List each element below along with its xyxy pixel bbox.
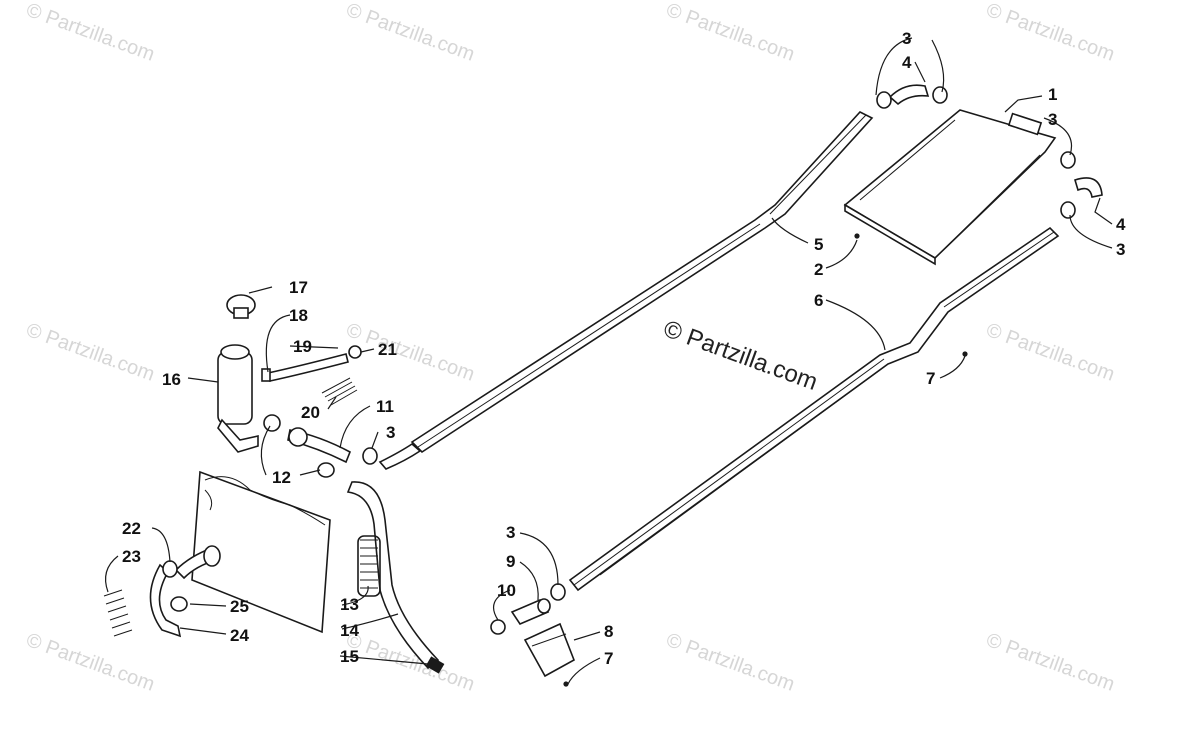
heat-exchanger-plate[interactable] — [843, 109, 1057, 266]
callout-label: 7 — [604, 649, 613, 668]
lower-rail-tube[interactable] — [568, 226, 1060, 592]
watermark: © Partzilla.com — [343, 319, 477, 386]
callout-label: 13 — [340, 595, 359, 614]
spring-guard-upper[interactable] — [321, 377, 358, 406]
clamp-bottom[interactable] — [490, 619, 506, 635]
callout-label: 8 — [604, 622, 613, 641]
callout-label: 10 — [497, 581, 516, 600]
watermark: © Partzilla.com — [23, 0, 157, 66]
hose-fitting[interactable] — [348, 345, 362, 359]
callout-label: 3 — [1116, 240, 1125, 259]
upper-rail-tube[interactable] — [378, 111, 874, 470]
rivet-upper[interactable] — [854, 233, 860, 239]
watermark: © Partzilla.com — [663, 0, 797, 66]
callout-labels: 3 4 1 3 4 3 5 2 6 7 17 18 19 21 16 20 11… — [122, 29, 1126, 668]
watermark: © Partzilla.com — [663, 629, 797, 696]
hose-elbow-right[interactable] — [1074, 177, 1103, 198]
connector-tube[interactable] — [510, 598, 551, 625]
callout-label: 23 — [122, 547, 141, 566]
callout-label: 15 — [340, 647, 359, 666]
spring-guard-lower[interactable] — [357, 535, 381, 597]
callout-label: 9 — [506, 552, 515, 571]
watermark: © Partzilla.com — [343, 0, 477, 66]
callout-label: 2 — [814, 260, 823, 279]
callout-label: 22 — [122, 519, 141, 538]
callout-label: 21 — [378, 340, 397, 359]
watermark: © Partzilla.com — [23, 629, 157, 696]
callout-label: 19 — [293, 337, 312, 356]
callout-label: 11 — [376, 397, 394, 416]
reservoir-cap[interactable] — [226, 294, 256, 319]
mount-bracket[interactable] — [523, 622, 575, 678]
callout-label: 24 — [230, 626, 249, 645]
drain-fitting[interactable] — [425, 656, 445, 674]
callout-label: 18 — [289, 306, 308, 325]
callout-label: 6 — [814, 291, 823, 310]
callout-label: 14 — [340, 621, 359, 640]
clamps-left[interactable] — [263, 414, 335, 478]
callout-label: 4 — [902, 53, 912, 72]
hose-upper-connector[interactable] — [287, 427, 352, 464]
callout-label: 17 — [289, 278, 308, 297]
watermark: © Partzilla.com — [983, 0, 1117, 66]
spring-guard-left[interactable] — [103, 589, 133, 637]
callout-label: 3 — [506, 523, 515, 542]
callout-label: 3 — [1048, 110, 1057, 129]
callout-label: 3 — [902, 29, 911, 48]
hose-clamps[interactable] — [362, 86, 1076, 601]
leader-lines — [105, 37, 1113, 685]
watermark-center: © Partzilla.com — [660, 315, 821, 396]
coolant-reservoir[interactable] — [217, 344, 259, 453]
hose-long-lower[interactable] — [346, 481, 440, 670]
rivet-right[interactable] — [962, 351, 968, 357]
front-heat-exchanger[interactable] — [191, 470, 331, 634]
callout-label: 16 — [162, 370, 181, 389]
overflow-hose[interactable] — [261, 353, 349, 382]
callout-label: 7 — [926, 369, 935, 388]
callout-label: 4 — [1116, 215, 1126, 234]
watermark: © Partzilla.com — [983, 319, 1117, 386]
clamps-lower-left[interactable] — [162, 560, 188, 612]
hose-elbow-upper[interactable] — [888, 84, 930, 106]
watermark: © Partzilla.com — [23, 319, 157, 386]
callout-label: 12 — [272, 468, 291, 487]
callout-label: 1 — [1048, 85, 1057, 104]
rivet-bottom[interactable] — [563, 681, 569, 687]
callout-label: 3 — [386, 423, 395, 442]
hose-lower-left[interactable] — [149, 545, 221, 638]
callout-label: 25 — [230, 597, 249, 616]
watermark: © Partzilla.com — [983, 629, 1117, 696]
callout-label: 20 — [301, 403, 320, 422]
callout-label: 5 — [814, 235, 823, 254]
